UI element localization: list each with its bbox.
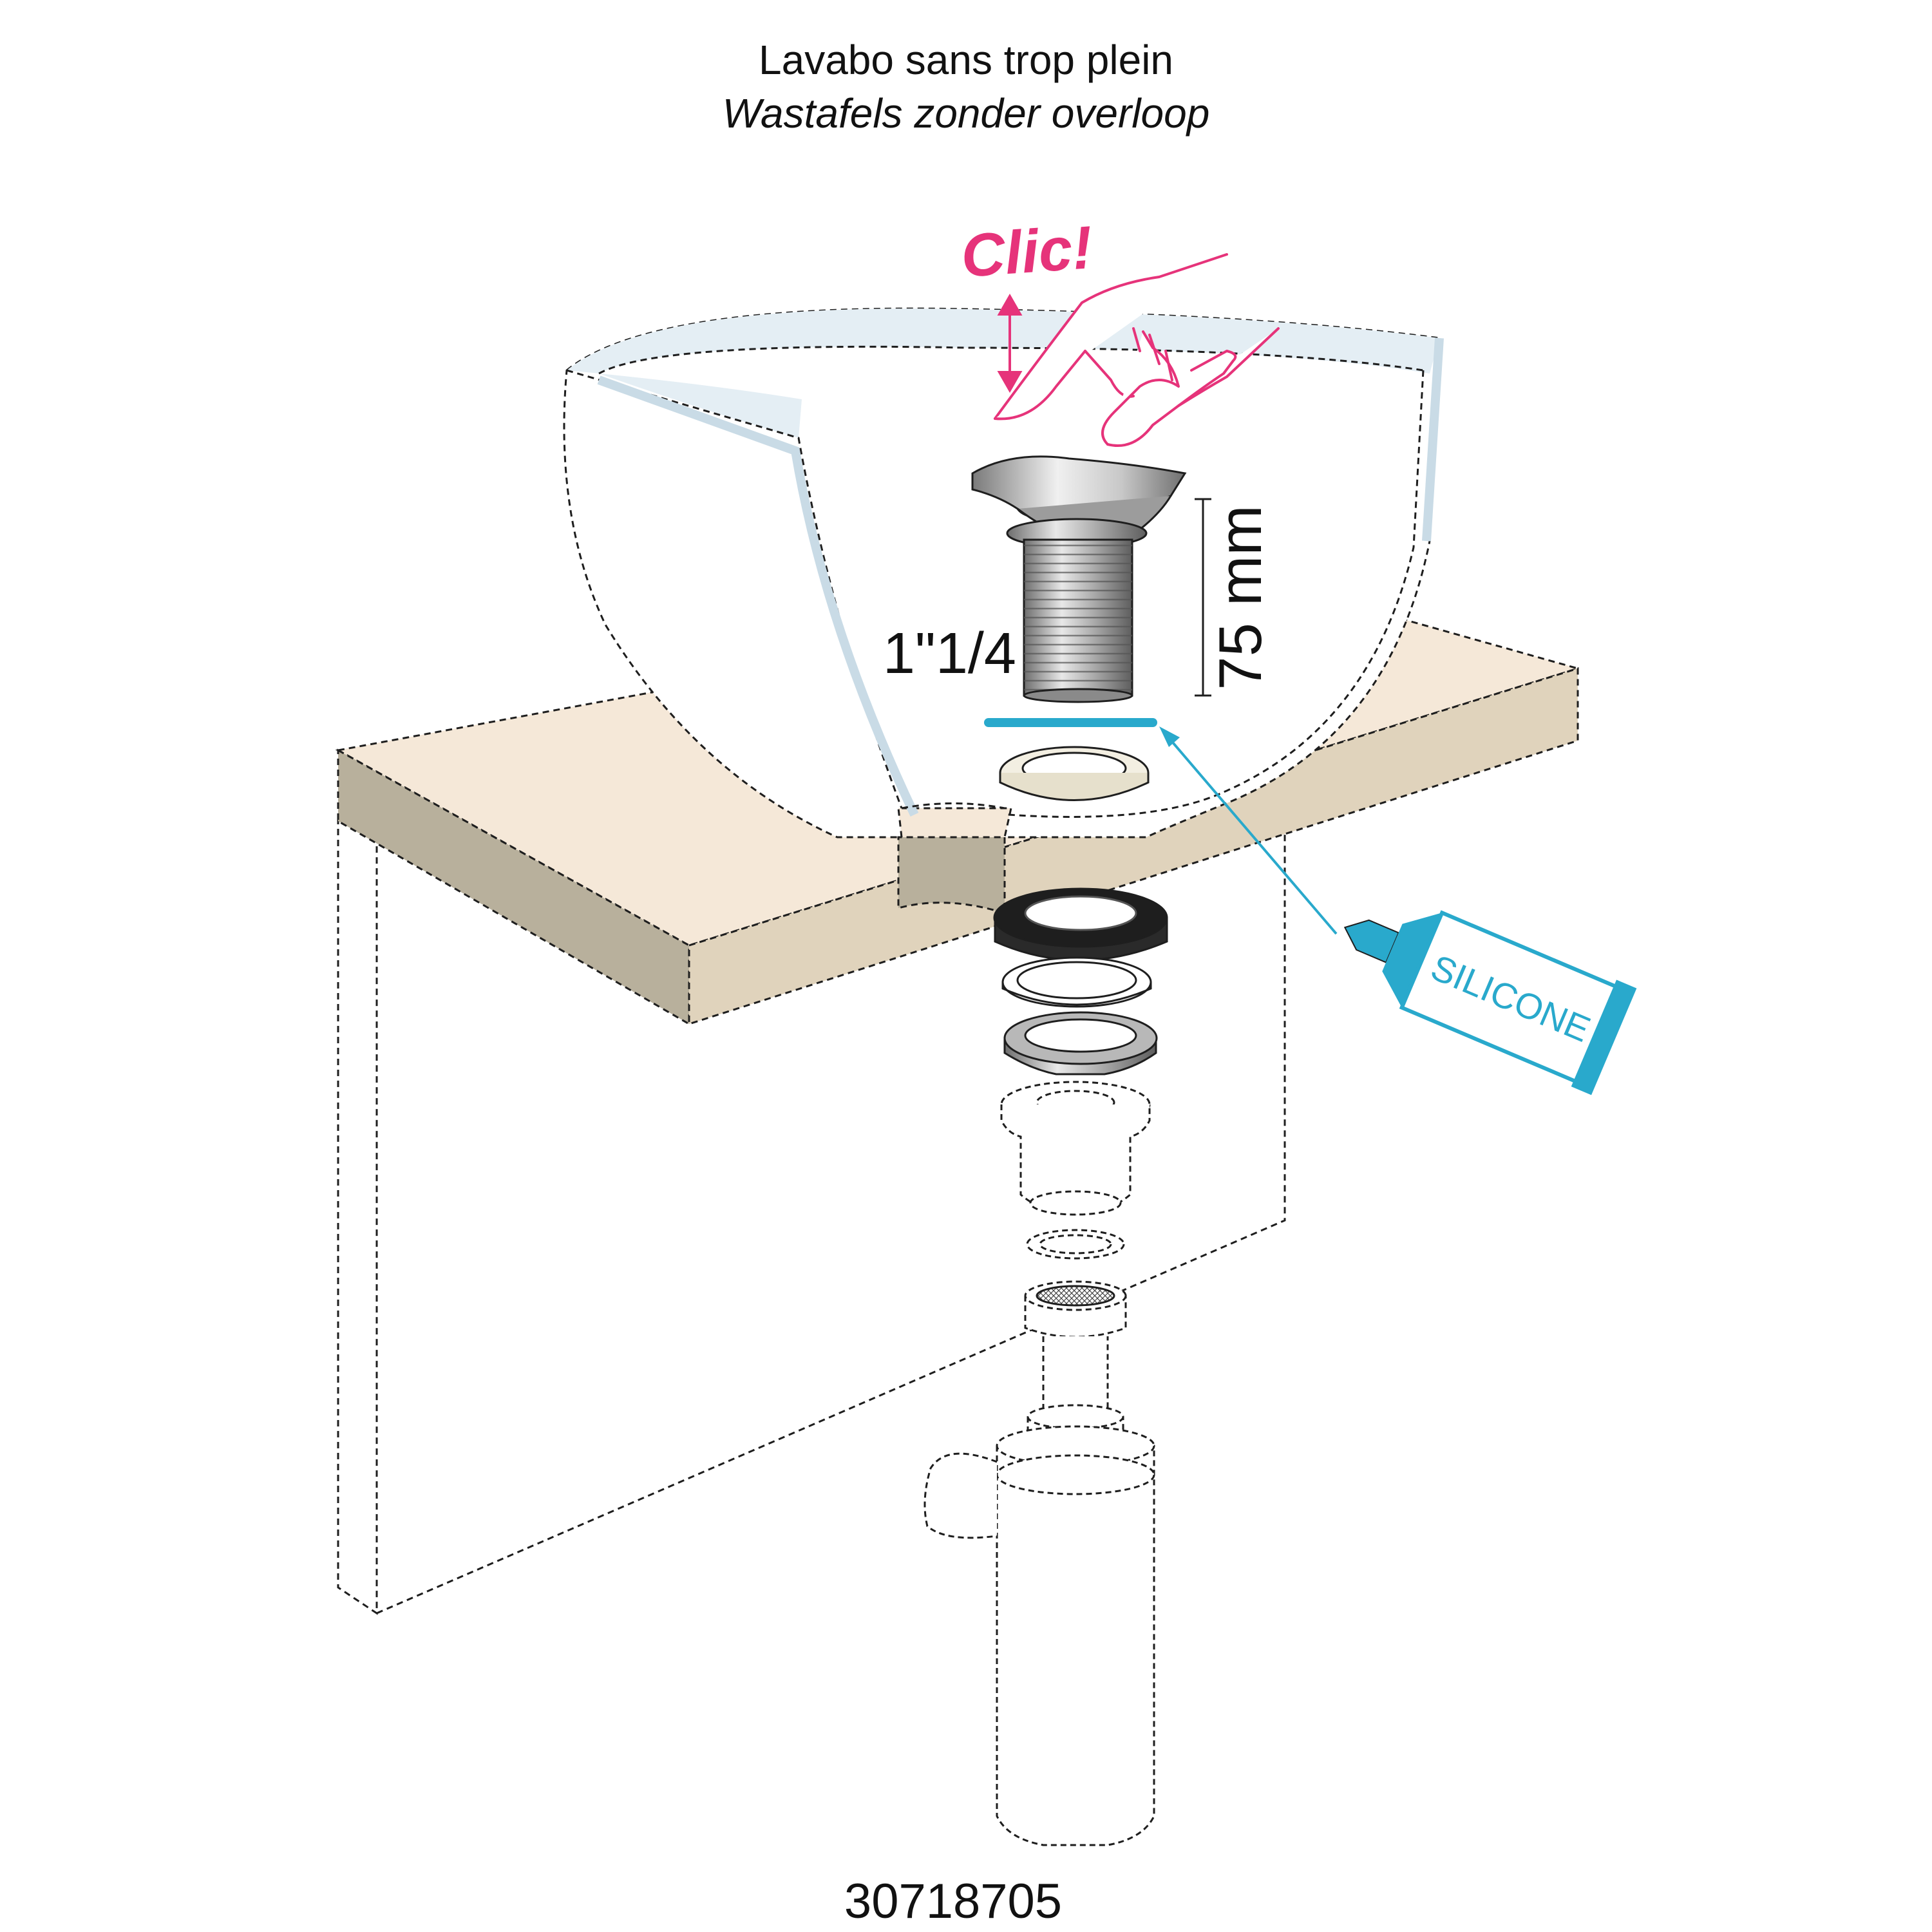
silicone-tube-icon: SILICONE bbox=[1343, 910, 1637, 1095]
white-ring-washer bbox=[1001, 956, 1152, 1008]
title-french: Lavabo sans trop plein bbox=[759, 37, 1173, 83]
click-clack-waste bbox=[971, 455, 1187, 703]
reference-number: 30718705 bbox=[844, 1874, 1062, 1929]
top-washer bbox=[999, 746, 1150, 801]
drain-hole bbox=[897, 836, 1006, 915]
hand-icon bbox=[994, 253, 1280, 447]
height-dimension: 75 mm bbox=[1195, 498, 1274, 697]
black-rubber-seal bbox=[993, 887, 1168, 961]
height-label: 75 mm bbox=[1206, 505, 1274, 690]
washbasin-bowl bbox=[563, 307, 1444, 915]
chrome-locking-nut bbox=[1003, 1011, 1158, 1075]
press-arrow-icon bbox=[997, 293, 1023, 393]
title-dutch: Wastafels zonder overloop bbox=[723, 90, 1210, 137]
countertop-right-edge bbox=[688, 667, 1579, 1026]
thread-size-label: 1"1/4 bbox=[883, 621, 1016, 686]
bottle-trap-siphon bbox=[923, 1081, 1155, 1846]
click-label: Clic! bbox=[959, 213, 1095, 290]
click-hand-illustration: Clic! bbox=[959, 213, 1280, 447]
countertop-front-edge bbox=[337, 748, 690, 1026]
